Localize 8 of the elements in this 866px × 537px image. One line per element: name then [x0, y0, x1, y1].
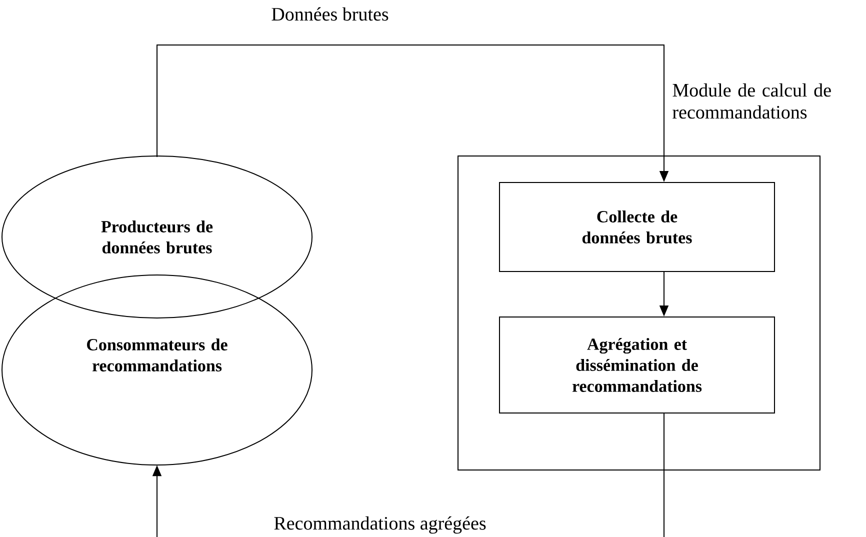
arrow — [152, 412, 664, 537]
ellipse-node: Consommateurs de recommandations — [2, 274, 312, 466]
edge-label: Données brutes — [270, 6, 390, 22]
process-box: Collecte de données brutes — [499, 182, 775, 272]
process-box: Agrégation et dissémination de recommandations — [499, 316, 775, 414]
ellipse-node: Producteurs de données brutes — [2, 156, 312, 318]
node-label: Module de calcul de recommandations — [672, 83, 831, 119]
edge-label: Recommandations agrégées — [272, 515, 488, 535]
